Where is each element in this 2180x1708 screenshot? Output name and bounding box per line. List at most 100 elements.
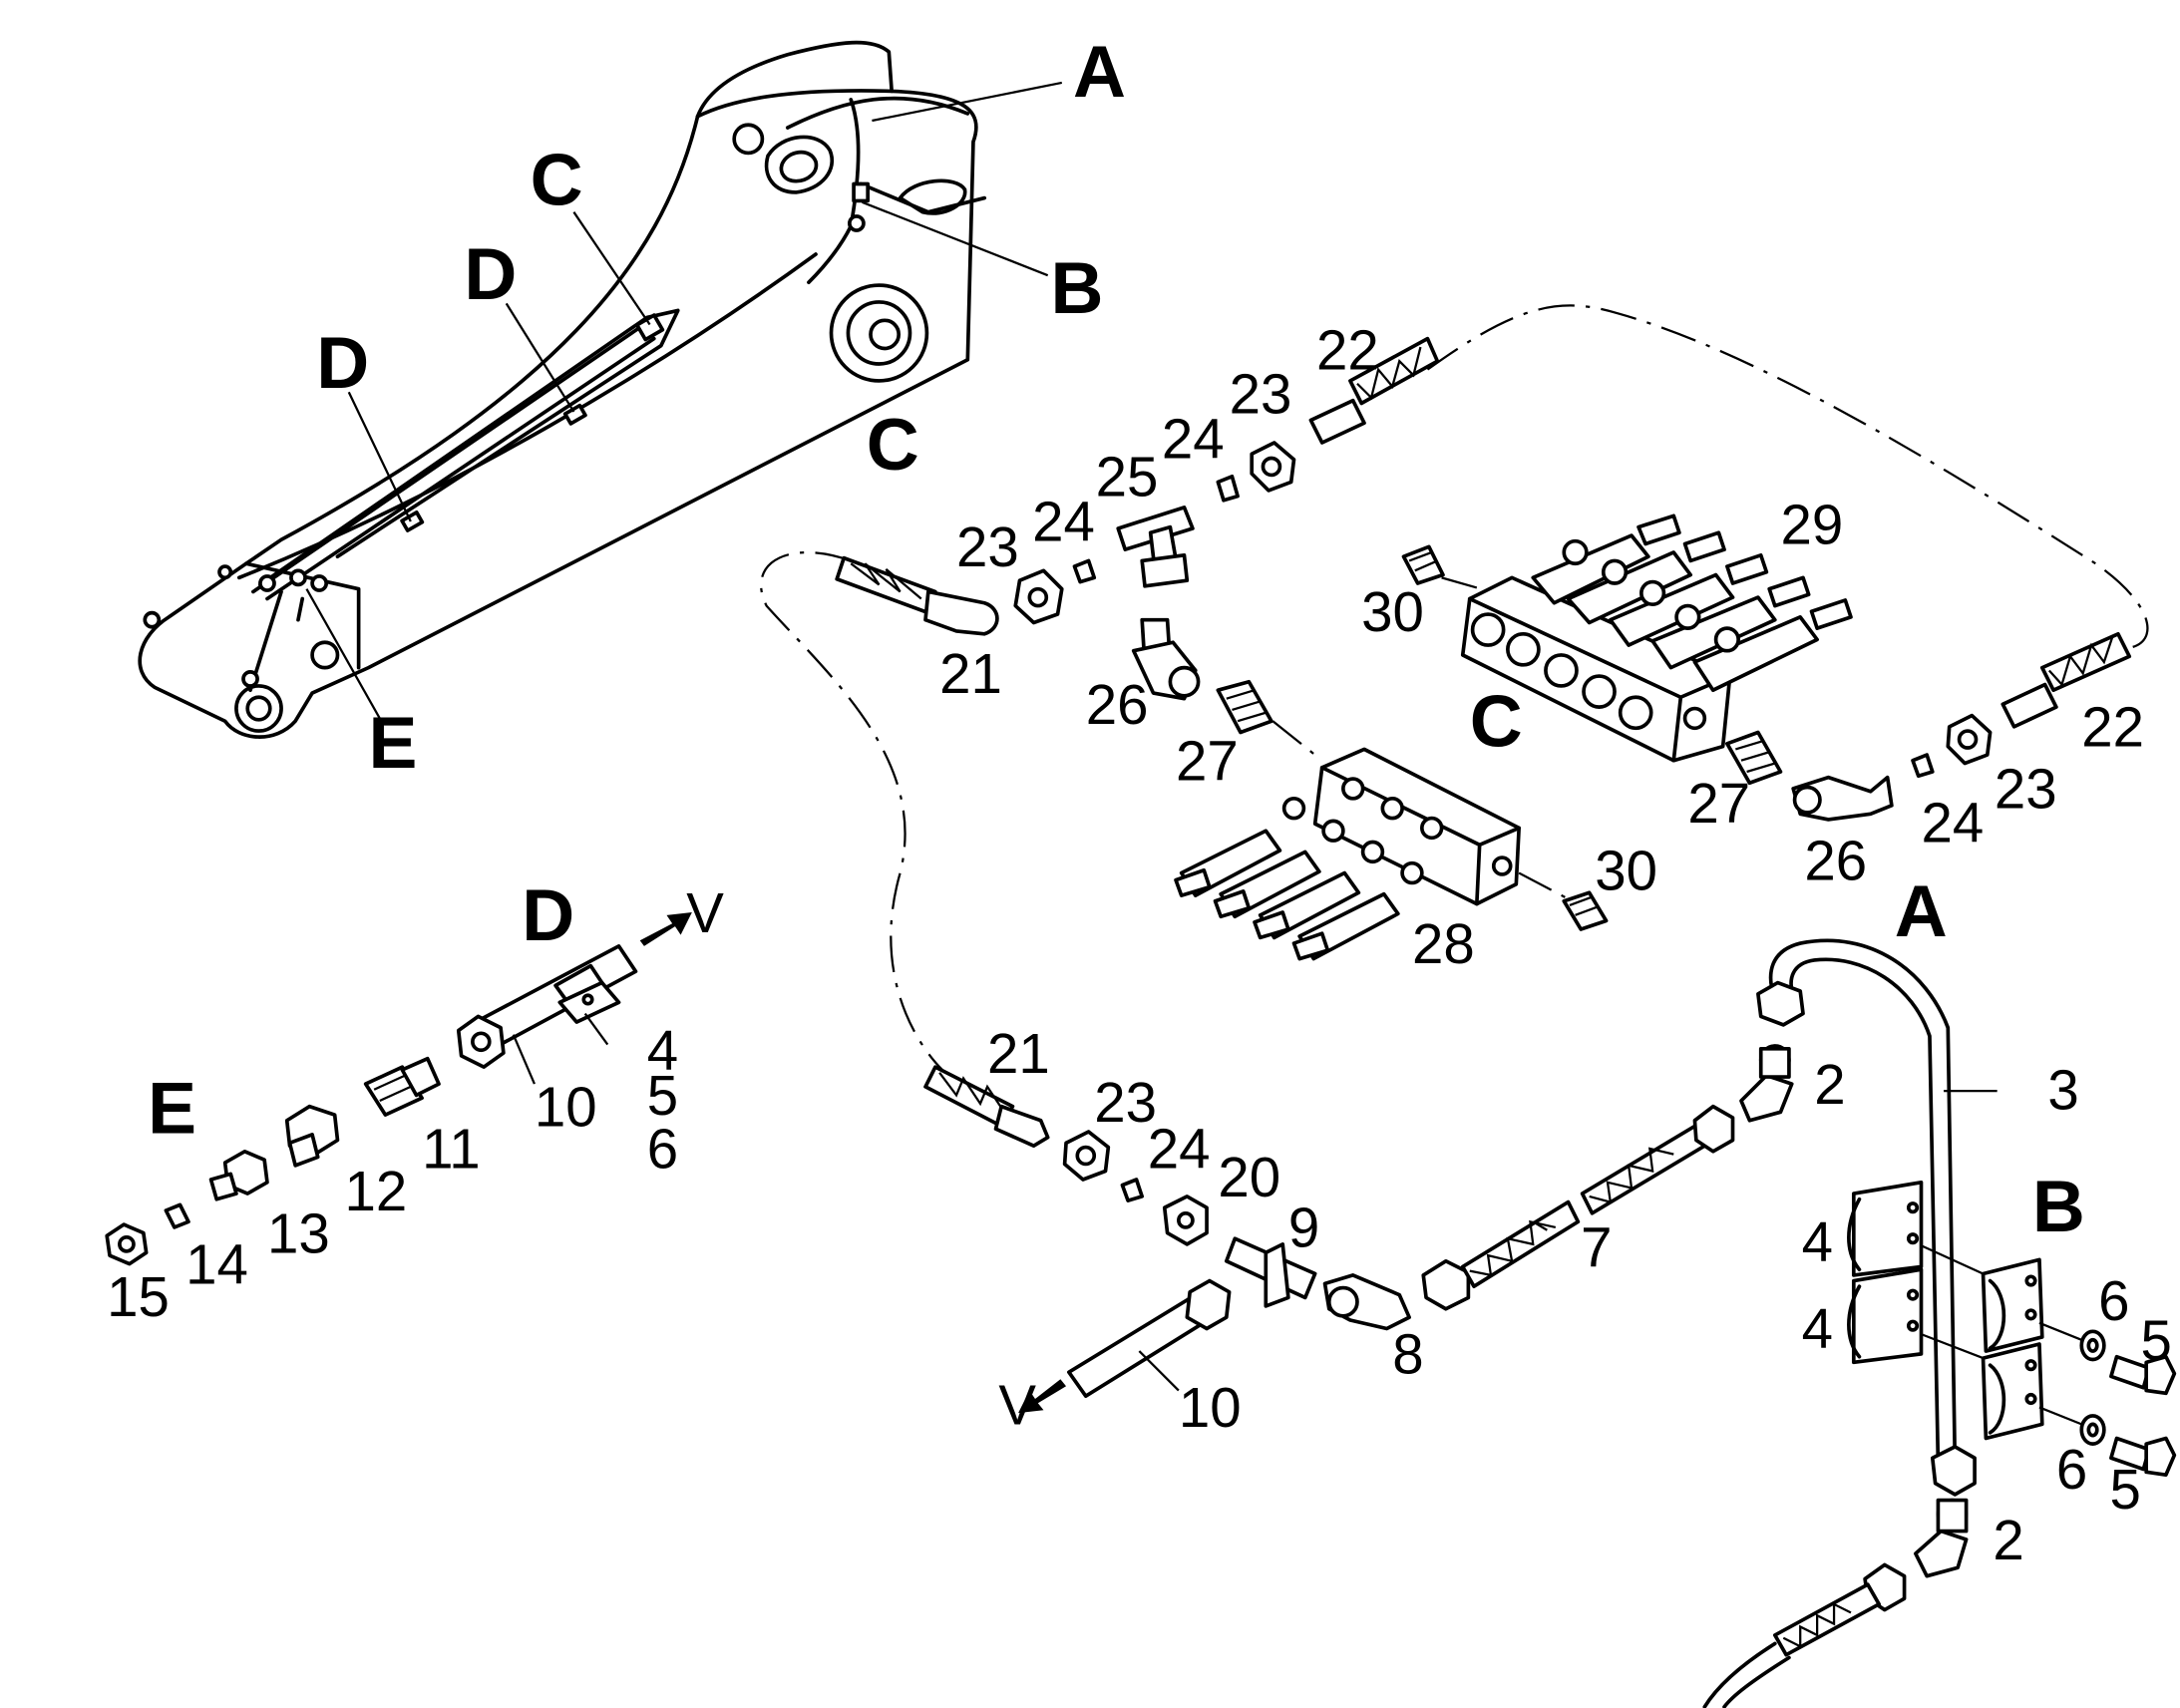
flow-v-top: V	[686, 881, 724, 944]
ring-24-bottom	[1120, 1178, 1145, 1202]
callout-20: 20	[1218, 1146, 1280, 1208]
callout-3: 3	[2047, 1058, 2078, 1121]
elbow-26-right	[1791, 775, 1894, 822]
callout-28: 28	[1412, 912, 1475, 975]
ring-24-top-right	[1216, 474, 1240, 503]
callout-7: 7	[1581, 1215, 1612, 1278]
hose-21-top	[835, 555, 999, 636]
callout-24-top-right: 24	[1162, 407, 1225, 470]
callout-15: 15	[107, 1265, 170, 1328]
callout-24-right: 24	[1922, 792, 1985, 854]
plug-30-bottom	[1562, 890, 1609, 931]
fitting-12	[284, 1104, 340, 1168]
elbow-2-upper	[1739, 1044, 1794, 1123]
label-e-left: E	[148, 1067, 196, 1149]
ring-24-top-left	[1072, 558, 1097, 584]
clamp-b-upper	[1981, 1257, 2044, 1353]
nipple-14	[164, 1202, 190, 1229]
callout-23-bottom: 23	[1094, 1071, 1157, 1134]
pipe-3	[1756, 938, 1977, 1497]
callout-26-right: 26	[1804, 830, 1867, 892]
callout-27-right: 27	[1687, 772, 1750, 835]
label-a-right: A	[1895, 870, 1948, 952]
callout-4-lower: 4	[1802, 1297, 1833, 1360]
callout-14: 14	[185, 1232, 248, 1295]
label-b-right: B	[2032, 1166, 2085, 1247]
bracket-4-upper	[1847, 1180, 1924, 1277]
callout-23-top-left: 23	[956, 515, 1019, 578]
tee-25	[1116, 506, 1195, 588]
routing-line-left	[760, 550, 943, 1071]
washer-6-lower	[2079, 1414, 2106, 1446]
callout-10-detail-d: 10	[535, 1075, 597, 1138]
callout-23-right: 23	[1995, 758, 2057, 821]
flow-arrow-bottom	[1018, 1379, 1067, 1414]
elbow-8	[1322, 1273, 1411, 1331]
washer-6-upper	[2079, 1329, 2106, 1362]
tee-9	[1224, 1236, 1317, 1308]
callout-21-bottom: 21	[987, 1022, 1050, 1085]
distributor-28	[1174, 747, 1521, 961]
callout-5-upper: 5	[2141, 1309, 2172, 1372]
flow-v-bottom: V	[998, 1373, 1036, 1436]
callout-25: 25	[1096, 446, 1159, 509]
nut-23-top-right	[1250, 441, 1296, 493]
nut-15	[105, 1222, 149, 1266]
hose-lower-right	[1702, 1562, 1907, 1708]
callout-30-bottom: 30	[1595, 839, 1657, 901]
callout-27-top: 27	[1176, 729, 1239, 792]
elbow-26-top	[1131, 617, 1201, 701]
callout-13: 13	[267, 1201, 330, 1264]
ring-24-right	[1911, 753, 1935, 779]
hose-22-right	[2000, 631, 2132, 729]
boom-overview	[138, 40, 987, 739]
label-d-top-1: D	[464, 233, 517, 315]
hose-7	[1421, 1104, 1735, 1311]
bolt-5-lower	[2109, 1436, 2177, 1477]
nipple-27-top	[1216, 679, 1273, 735]
nut-23-right	[1946, 713, 1993, 766]
callout-11: 11	[422, 1118, 481, 1181]
label-b-top: B	[1051, 247, 1104, 329]
overview-leaders	[305, 81, 1063, 719]
plug-20	[1162, 1195, 1209, 1246]
nut-23-top-left	[1013, 568, 1064, 625]
clamp-detail-d	[553, 963, 621, 1024]
callout-10-bottom: 10	[1179, 1376, 1242, 1439]
plug-30-top	[1401, 544, 1445, 585]
bracket-4-lower	[1847, 1267, 1924, 1365]
flow-letters: V V	[686, 881, 1036, 1437]
callout-6-upper: 6	[2098, 1269, 2129, 1332]
callout-23-top-right: 23	[1230, 362, 1292, 425]
pipe-10-bottom	[1067, 1278, 1232, 1399]
callout-leaders	[512, 1012, 1998, 1392]
callout-4-upper: 4	[1802, 1210, 1833, 1273]
nut-23-bottom	[1062, 1130, 1111, 1182]
bolt-axis-lines	[1921, 1244, 2082, 1426]
label-c-right: C	[1470, 681, 1523, 763]
callout-24-bottom: 24	[1148, 1118, 1211, 1181]
callout-8: 8	[1392, 1323, 1423, 1386]
flow-arrow-d	[639, 912, 692, 946]
view-letters: A B C D D E C C A B D E	[148, 31, 2085, 1247]
label-c-top: C	[531, 140, 583, 221]
callout-29: 29	[1780, 494, 1843, 556]
callout-6-detail-d: 6	[647, 1118, 678, 1181]
part-callouts: 21 23 24 25 24 23 22 26 27 29 30 28 30 2…	[107, 319, 2172, 1571]
label-a-top: A	[1073, 31, 1126, 113]
routing-block-links	[1272, 576, 1574, 902]
callout-26-top: 26	[1086, 673, 1149, 736]
callout-21-top: 21	[939, 642, 1002, 705]
routing-line-top	[1426, 304, 2149, 650]
bolt-5-upper	[2109, 1354, 2177, 1396]
label-d-left: D	[522, 874, 574, 956]
callout-5-lower: 5	[2109, 1458, 2140, 1521]
callout-4-detail-d: 4	[647, 1019, 678, 1082]
callout-6-lower: 6	[2056, 1438, 2087, 1501]
label-d-top-2: D	[316, 322, 369, 404]
adapter-11	[363, 1056, 441, 1117]
callout-2-upper: 2	[1814, 1053, 1845, 1116]
callout-24-top-left: 24	[1032, 491, 1095, 553]
distributor-29	[1460, 513, 1853, 763]
callout-30-top: 30	[1361, 580, 1424, 643]
